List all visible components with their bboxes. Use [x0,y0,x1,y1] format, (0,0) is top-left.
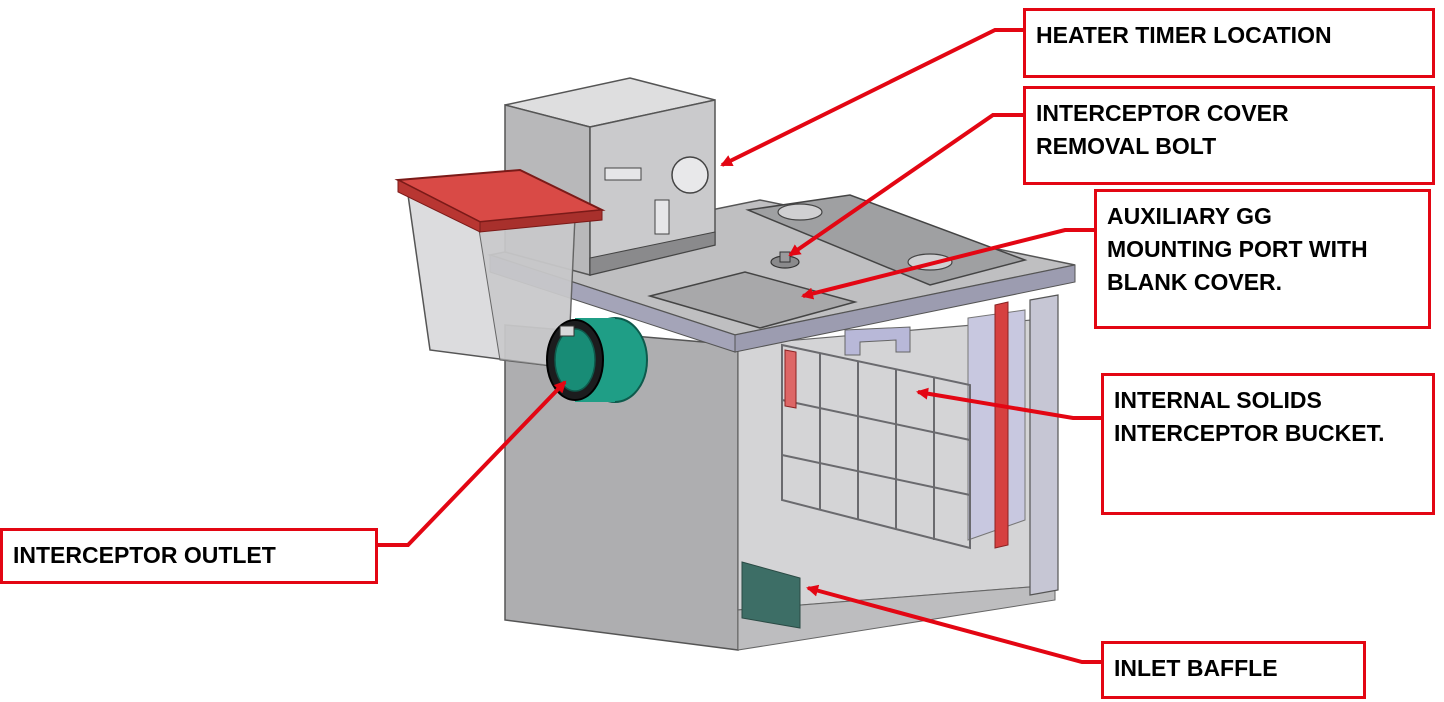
leader-inlet-baffle [806,584,1103,664]
callout-solids-bucket-line-1: INTERNAL SOLIDS [1114,387,1322,413]
blank-cover [647,271,858,329]
callout-solids-bucket: INTERNAL SOLIDS INTERCEPTOR BUCKET. [1101,373,1435,515]
tank-body [504,294,1059,651]
callout-cover-bolt-line-1: INTERCEPTOR COVER [1036,100,1289,126]
callout-cover-bolt: INTERCEPTOR COVER REMOVAL BOLT [1023,86,1435,185]
leader-outlet [375,380,567,547]
callout-cover-bolt-line-2: REMOVAL BOLT [1036,133,1217,159]
callout-aux-port-line-1: AUXILIARY GG [1107,203,1272,229]
callout-outlet: INTERCEPTOR OUTLET [0,528,378,584]
leader-cover-bolt [788,113,1025,257]
leader-lines [375,28,1103,664]
callout-heater-timer: HEATER TIMER LOCATION [1023,8,1435,78]
solids-container [394,168,606,369]
callout-solids-bucket-line-2: INTERCEPTOR BUCKET. [1114,420,1385,446]
callout-inlet-baffle: INLET BAFFLE [1101,641,1366,699]
tank-floor [737,584,1056,651]
leader-heater-timer [720,28,1025,167]
callout-aux-port-line-3: BLANK COVER. [1107,269,1283,295]
tank-right-wall [1029,294,1059,596]
inlet-baffle [741,561,801,629]
timer-dial [671,156,709,194]
leader-aux-port [801,228,1095,300]
callout-aux-port-line-2: MOUNTING PORT WITH [1107,236,1368,262]
leader-solids-bucket [916,387,1103,420]
callout-heater-timer-line-1: HEATER TIMER LOCATION [1036,22,1332,48]
callout-inlet-baffle-line-1: INLET BAFFLE [1114,655,1278,681]
outlet-coupling [546,317,648,403]
lid-bracket [844,326,911,356]
callout-outlet-line-1: INTERCEPTOR OUTLET [13,542,276,568]
rod [994,301,1009,549]
solids-bucket [781,343,971,550]
callout-aux-port: AUXILIARY GG MOUNTING PORT WITH BLANK CO… [1094,189,1431,329]
